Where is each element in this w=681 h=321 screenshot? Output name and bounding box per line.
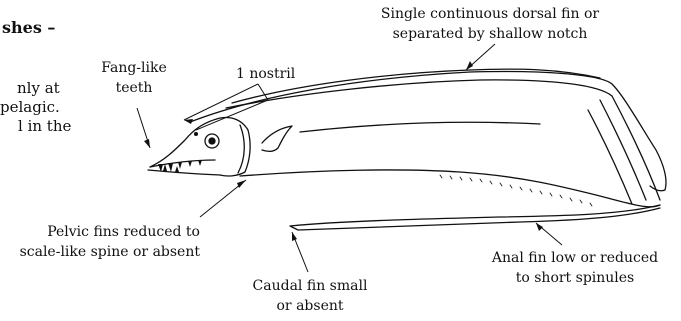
anal-fin-label: Anal fin low or reduced to short spinule… — [480, 248, 670, 288]
anal-fin — [440, 175, 592, 206]
teeth-label: Fang-like teeth — [94, 58, 174, 98]
nostril-label: 1 nostril — [236, 64, 295, 84]
fish-belly-outline — [240, 170, 660, 207]
pectoral-fin — [262, 126, 292, 151]
pelvic-fins-label: Pelvic fins reduced to scale-like spine … — [10, 222, 200, 262]
lower-jaw — [148, 170, 220, 175]
gill-cover — [238, 125, 244, 173]
nostril — [195, 133, 198, 136]
caudal-fin-label: Caudal fin small or absent — [240, 276, 380, 316]
fish-tail — [290, 205, 660, 230]
leader-lines — [137, 44, 562, 272]
dorsal-fin-label: Single continuous dorsal fin or separate… — [370, 4, 610, 44]
